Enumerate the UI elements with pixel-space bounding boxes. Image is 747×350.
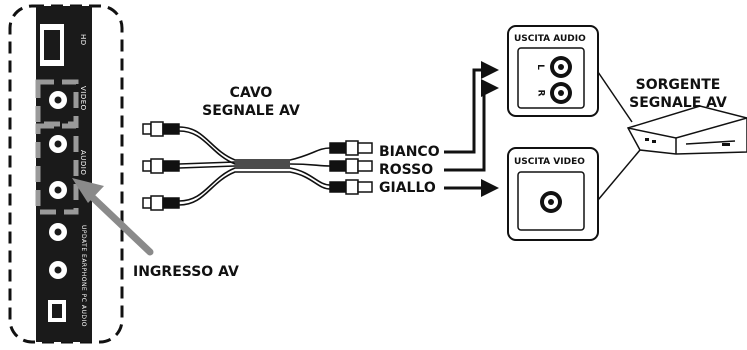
hdmi-label: HD [79, 34, 87, 46]
av-input-highlight [35, 79, 79, 215]
audio-out-panel [507, 25, 599, 117]
callout-lines [597, 71, 641, 201]
left-plug-middle [142, 158, 180, 174]
label-white: BIANCO [379, 144, 440, 160]
right-plug-red [329, 158, 373, 174]
connection-arrows [444, 61, 499, 197]
right-plug-white [329, 140, 373, 156]
red-audio-arrow [444, 79, 499, 172]
pointer-arrow [72, 178, 154, 256]
right-channel-label: R [535, 89, 546, 97]
cable-left-plugs [142, 121, 180, 211]
source-title: SORGENTE SEGNALE AV [618, 76, 738, 112]
cable-title-line2: SEGNALE AV [202, 103, 300, 119]
video-out-panel [507, 147, 599, 241]
cable-right-plugs [329, 140, 373, 195]
cable-wires [178, 126, 331, 206]
white-audio-arrow [444, 61, 499, 154]
panel-jacks [48, 91, 67, 322]
update-label: UPDATE EARPHONE PC AUDIO [80, 225, 87, 327]
tv-rear-panel [8, 4, 124, 344]
source-device [626, 105, 747, 155]
label-av-input: INGRESSO AV [133, 264, 239, 280]
audio-label: AUDIO [79, 150, 87, 176]
left-plug-top [142, 121, 180, 137]
source-title-line1: SORGENTE [635, 77, 721, 93]
video-out-title: USCITA VIDEO [514, 157, 585, 167]
label-red: ROSSO [379, 162, 434, 178]
left-plug-bottom [142, 195, 180, 211]
cable-title: CAVO SEGNALE AV [196, 84, 306, 120]
audio-out-title: USCITA AUDIO [514, 34, 586, 44]
right-plug-yellow [329, 179, 373, 195]
label-yellow: GIALLO [379, 180, 436, 196]
video-label: VIDEO [79, 86, 87, 111]
source-title-line2: SEGNALE AV [629, 95, 727, 111]
cable-title-line1: CAVO [229, 85, 273, 101]
left-channel-label: L [534, 64, 545, 70]
